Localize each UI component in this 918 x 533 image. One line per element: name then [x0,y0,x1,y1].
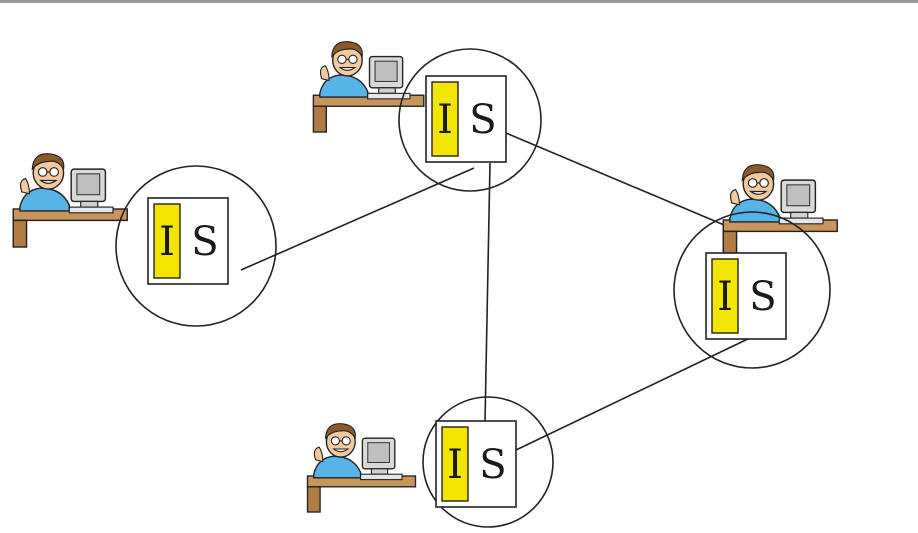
link-left-top [240,167,475,271]
i-panel-highlight [441,426,469,502]
link-top-right [505,132,737,231]
s-label: S [749,274,776,320]
s-label: S [191,219,218,265]
top-divider [0,0,918,3]
i-panel-highlight [711,258,739,334]
i-label: I [437,97,453,143]
link-right-bottom [515,336,753,451]
i-label: I [447,442,463,488]
s-label: S [469,97,496,143]
i-panel-highlight [153,203,181,279]
i-label: I [717,274,733,320]
node-circle [115,165,277,327]
link-top-bottom [484,162,491,423]
user-at-computer-icon [306,422,417,513]
i-panel-highlight [431,81,459,157]
user-at-computer-icon [722,163,838,259]
user-at-computer-icon [12,152,128,248]
node-circle [398,48,542,192]
i-label: I [159,219,175,265]
node-circle [422,396,554,528]
s-label: S [479,442,506,488]
links-layer [240,132,753,451]
node-circle [673,211,831,369]
